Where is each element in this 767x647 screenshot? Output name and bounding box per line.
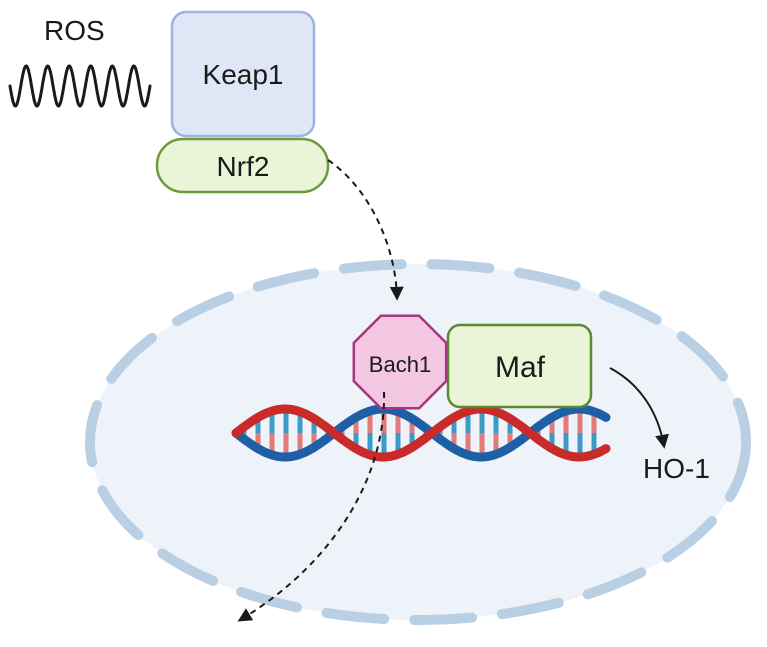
dna-strand-red (231, 404, 611, 462)
dna-helix-icon (231, 404, 611, 462)
bach1-octagon (352, 314, 448, 410)
nrf2-label: Nrf2 (217, 151, 270, 182)
ros-label: ROS (44, 15, 105, 46)
nrf2-protein: Nrf2 (155, 137, 330, 194)
maf-label: Maf (495, 351, 546, 384)
keap1-protein: Keap1 (170, 10, 316, 138)
nrf2-box (155, 137, 330, 194)
ros-wave-icon (8, 64, 152, 108)
dna-strand-blue (231, 404, 611, 462)
ho1-induction-arrow (609, 367, 669, 449)
nrf2-translocation-arrow (327, 159, 404, 301)
maf-protein: Maf (446, 323, 593, 409)
maf-box (446, 323, 593, 409)
nucleus-envelope (85, 259, 751, 625)
bach1-protein: Bach1 (352, 314, 448, 410)
bach1-label: Bach1 (369, 352, 431, 377)
ros-group: ROS (8, 15, 152, 108)
keap1-label: Keap1 (203, 59, 284, 90)
ho1-label: HO-1 (643, 453, 710, 484)
keap1-box (170, 10, 316, 138)
